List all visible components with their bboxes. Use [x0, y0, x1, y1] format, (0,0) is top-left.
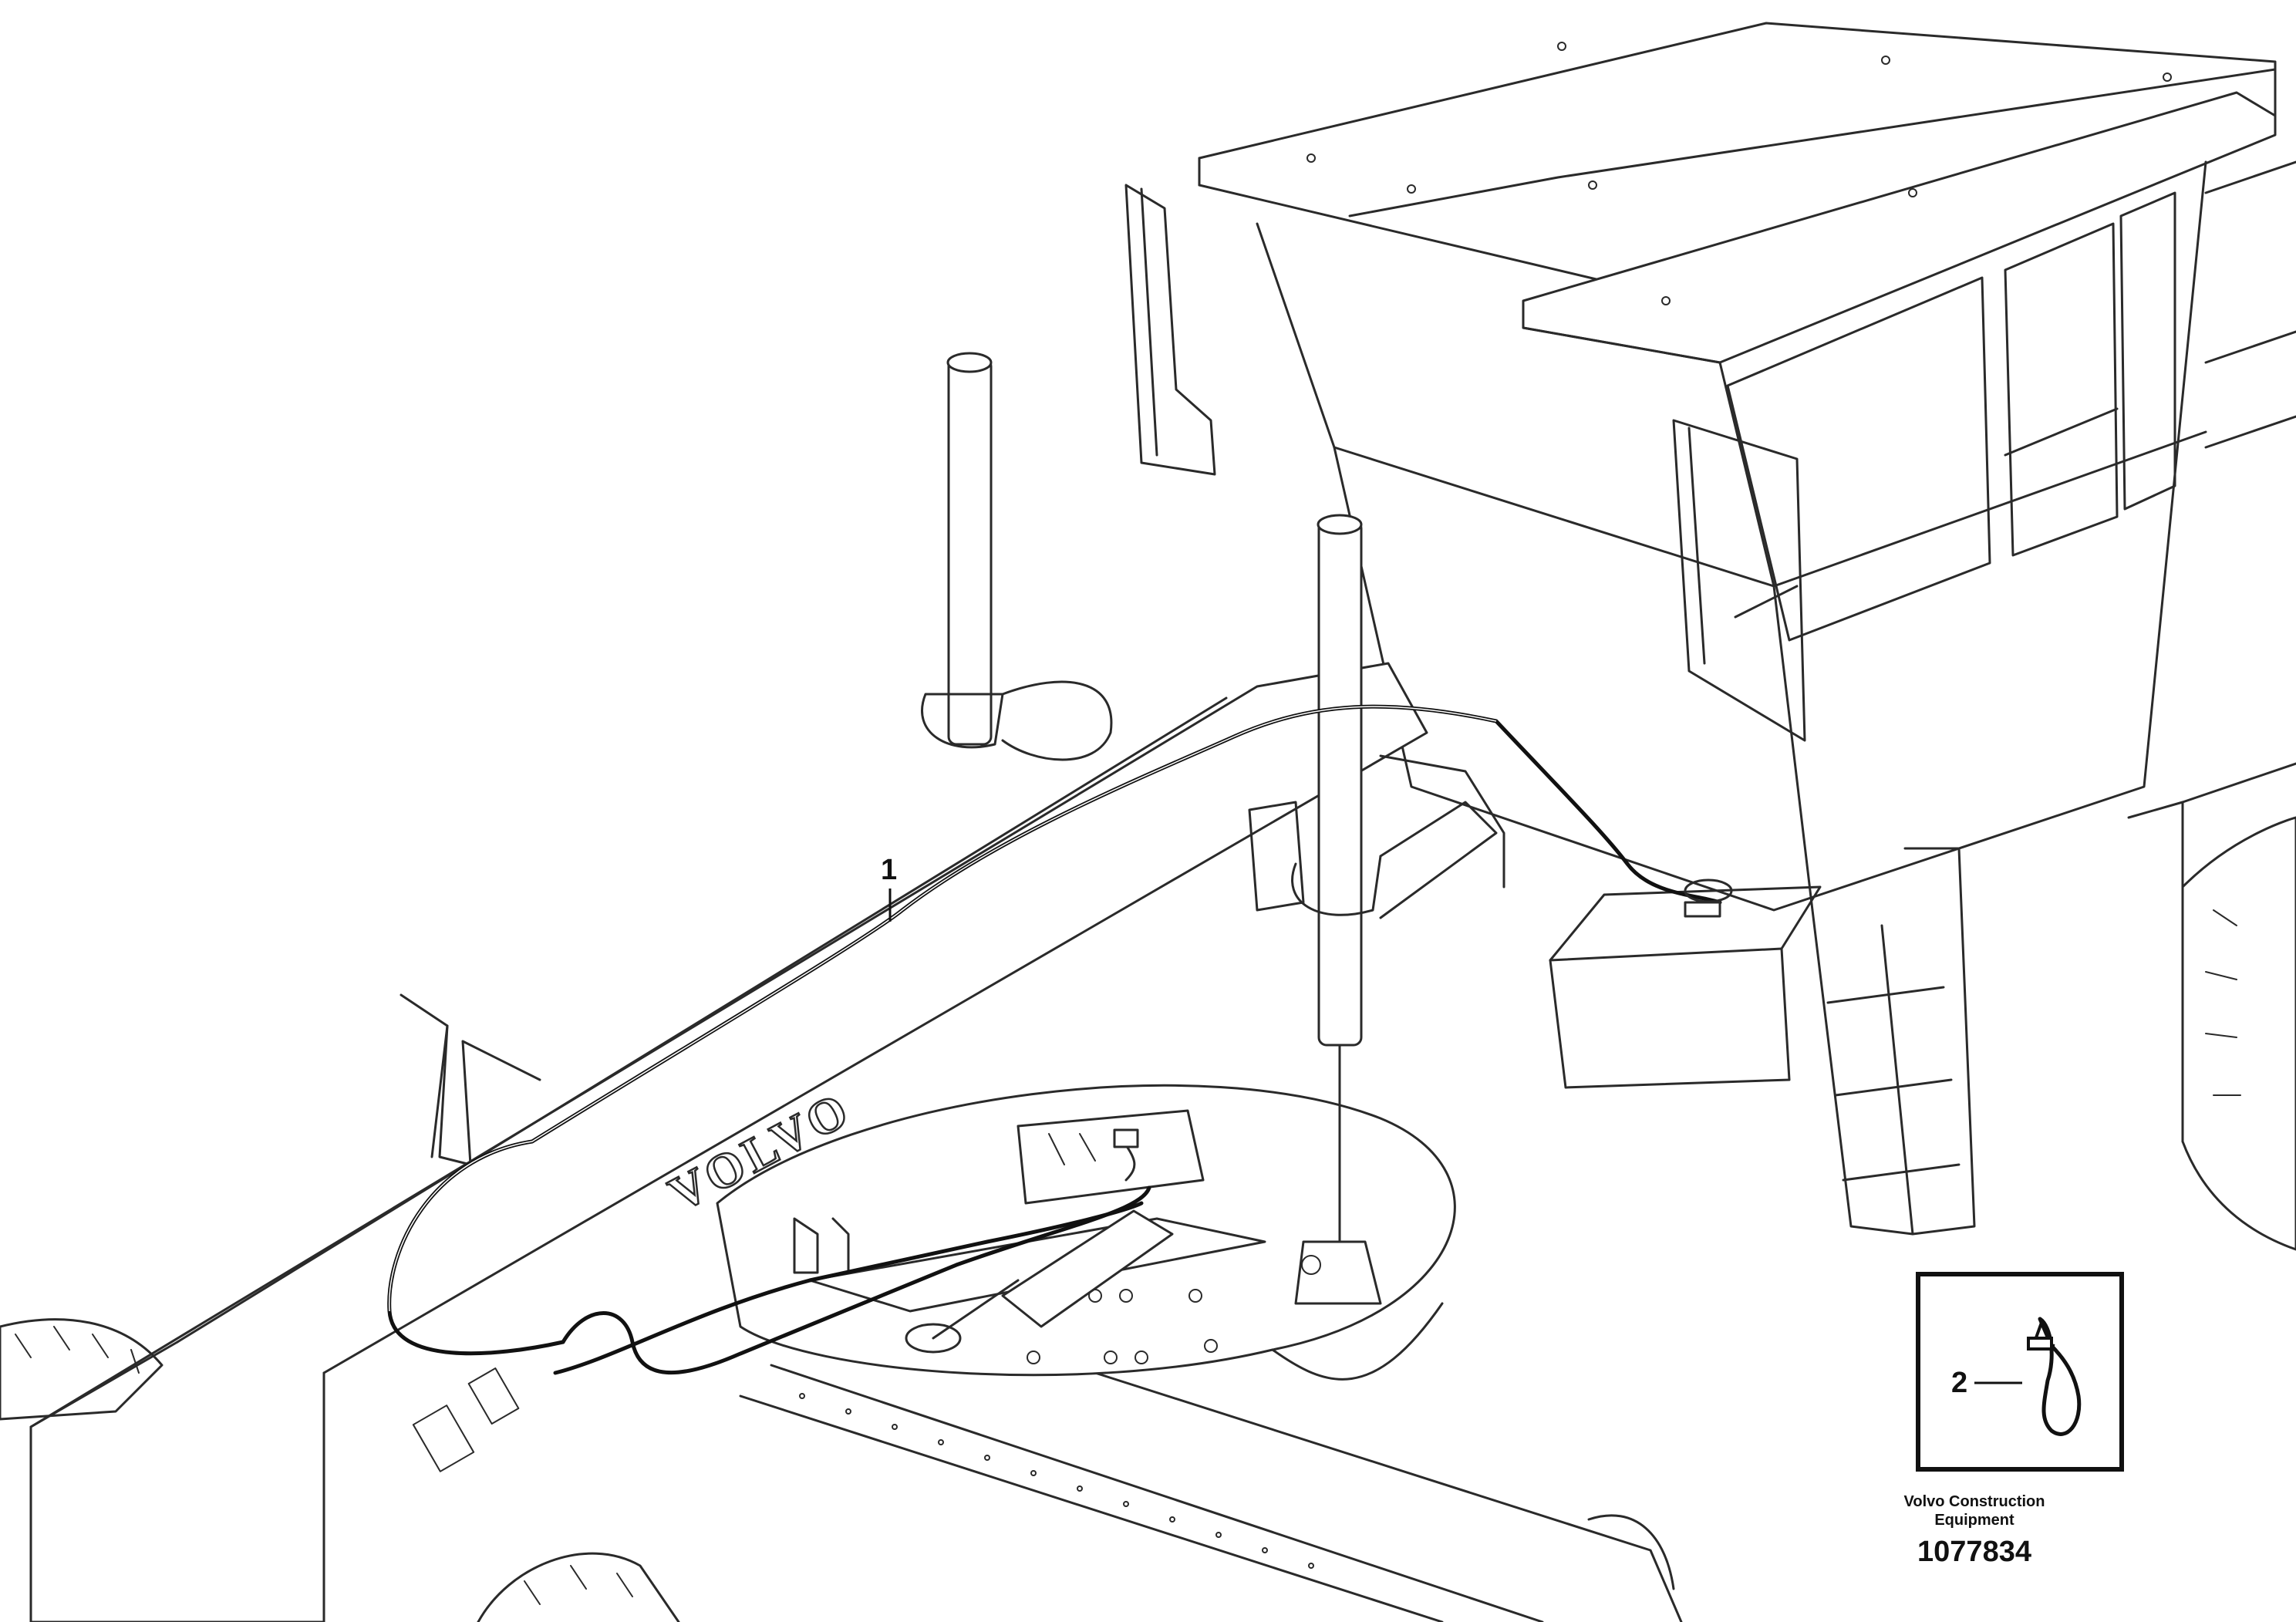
- moldboard: [739, 1364, 1683, 1622]
- rear-tire: [2127, 762, 2296, 1251]
- brand-line-2: Equipment: [1934, 1512, 2014, 1529]
- callout-1-label: 1: [881, 854, 897, 886]
- callout-1: 1: [881, 854, 897, 922]
- cable-tie-icon: [2027, 1317, 2082, 1436]
- front-tire: [0, 1318, 680, 1622]
- brand-line-1: Volvo Construction: [1903, 1493, 2045, 1510]
- hydraulic-cylinder: [793, 1109, 1205, 1354]
- circle-turntable: [716, 1084, 1456, 1381]
- brand-block: Volvo Construction Equipment 1077834: [1882, 1492, 2067, 1570]
- lift-cylinder-left: [921, 352, 1113, 761]
- detail-box: 2: [1916, 1272, 2124, 1472]
- side-step: [1549, 847, 1976, 1236]
- wiring-harness: [387, 704, 1733, 1375]
- callout-2-label: 2: [1951, 1367, 1967, 1399]
- document-number: 1077834: [1917, 1536, 2031, 1568]
- lift-cylinder-right: [1248, 514, 1505, 1305]
- cab-handrails: [1124, 184, 1806, 742]
- front-blade: [400, 993, 541, 1166]
- cab-body: [1256, 160, 2296, 912]
- cab-roof: [1198, 22, 2277, 364]
